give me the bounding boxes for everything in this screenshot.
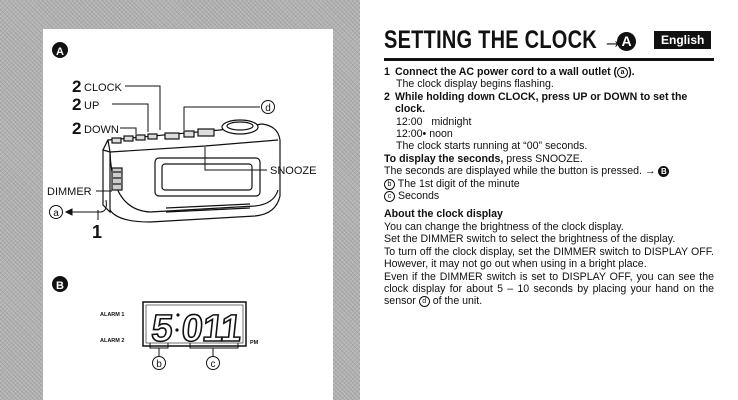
seconds-description: The seconds are displayed while the butt… (384, 165, 656, 178)
section-title: SETTING THE CLOCK → (384, 25, 624, 54)
step-1-text: Connect the AC power cord to a wall outl… (395, 66, 618, 78)
seconds-figure-ref: B (658, 166, 670, 178)
seconds-instruction: To display the seconds, press SNOOZE. (384, 153, 714, 165)
time-noon: 12:00 (396, 128, 423, 141)
alarm1-indicator-label: ALARM 1 (100, 312, 124, 318)
about-paragraph-3: To turn off the clock display, set the D… (384, 245, 714, 271)
time-midnight-label: midnight (431, 115, 472, 128)
seconds-description-row: The seconds are displayed while the butt… (384, 165, 714, 178)
legend-b-marker: b (384, 178, 395, 190)
clock-display-illustration: ALARM 1 ALARM 2 5 0 1 1 PM b c (100, 301, 259, 370)
alarm2-indicator-label: ALARM 2 (100, 338, 124, 344)
instructions-column: SETTING THE CLOCK → A English 1 Connect … (384, 24, 724, 308)
about-paragraph-4b: of the unit. (432, 295, 483, 308)
marker-a: A (52, 42, 68, 58)
step-1: 1 Connect the AC power cord to a wall ou… (384, 66, 714, 78)
display-digit-1: 5 (149, 308, 175, 350)
marker-b-text: B (56, 280, 64, 292)
step-2-heading: While holding down CLOCK, press UP or DO… (395, 90, 688, 116)
about-paragraph-4a: Even if the DIMMER switch is set to DISP… (384, 270, 714, 308)
outlet-callout-a: a (53, 208, 59, 219)
seconds-heading: To display the seconds, (384, 152, 504, 165)
legend-c: c Seconds (384, 190, 714, 203)
legend-b-text: The 1st digit of the minute (397, 177, 520, 190)
step-2-sub: The clock starts running at “00” seconds… (396, 140, 588, 153)
display-digit-4: 1 (218, 308, 244, 350)
step-2: 2 While holding down CLOCK, press UP or … (384, 91, 714, 116)
callout-lines (64, 85, 267, 220)
seconds-callout-c: c (211, 359, 216, 370)
clock-radio-illustration (102, 119, 281, 223)
legend-b: b The 1st digit of the minute (384, 178, 714, 190)
dimmer-switch-label: DIMMER (47, 186, 92, 198)
seconds-rest: press SNOOZE. (503, 152, 583, 165)
pm-indicator-label: PM (250, 340, 259, 346)
about-paragraph-1: You can change the brightness of the clo… (384, 220, 624, 233)
step-1-number: 1 (384, 66, 390, 78)
instructions-body: 1 Connect the AC power cord to a wall ou… (384, 66, 714, 308)
step-one-number: 1 (92, 222, 102, 242)
about-paragraph-2: Set the DIMMER switch to select the brig… (384, 233, 676, 246)
step-1-outlet-ref: a (617, 67, 629, 78)
title-rule (384, 58, 714, 61)
time-midnight: 12:00 (396, 115, 423, 128)
section-title-badge: A (617, 32, 636, 51)
up-step-number: 2 (72, 95, 81, 114)
about-paragraph-4: Even if the DIMMER switch is set to DISP… (384, 271, 714, 308)
step-1-sub: The clock display begins flashing. (396, 78, 554, 91)
clock-button-label: CLOCK (84, 82, 123, 94)
step-1-heading: Connect the AC power cord to a wall outl… (395, 66, 635, 78)
pm-dot: • (422, 128, 427, 141)
about-heading: About the clock display (384, 208, 503, 221)
down-step-number: 2 (72, 119, 81, 138)
display-digit-2: 0 (179, 308, 205, 350)
clock-step-number: 2 (72, 77, 81, 96)
step-2-number: 2 (384, 90, 390, 103)
sensor-callout-d: d (265, 103, 271, 114)
time-noon-label: noon (429, 128, 453, 141)
language-badge: English (654, 31, 712, 49)
up-button-label: UP (84, 100, 99, 112)
marker-b: B (52, 276, 68, 292)
marker-a-text: A (56, 46, 64, 58)
time-row-noon: 12:00• noon (384, 128, 714, 140)
figure-panel: A (0, 0, 360, 400)
snooze-button-label: SNOOZE (270, 165, 316, 177)
step-1-end: ). (628, 66, 635, 78)
figure-svg: A (47, 42, 316, 370)
legend-c-marker: c (384, 191, 395, 203)
section-header: SETTING THE CLOCK → A English (384, 24, 724, 56)
time-row-midnight: 12:00 midnight (384, 116, 714, 128)
legend-c-text: Seconds (397, 190, 440, 203)
down-button-label: DOWN (84, 124, 119, 136)
sensor-ref: d (418, 296, 430, 308)
display-digit-3: 1 (200, 308, 226, 350)
minute-digit-callout-b: b (156, 359, 162, 370)
